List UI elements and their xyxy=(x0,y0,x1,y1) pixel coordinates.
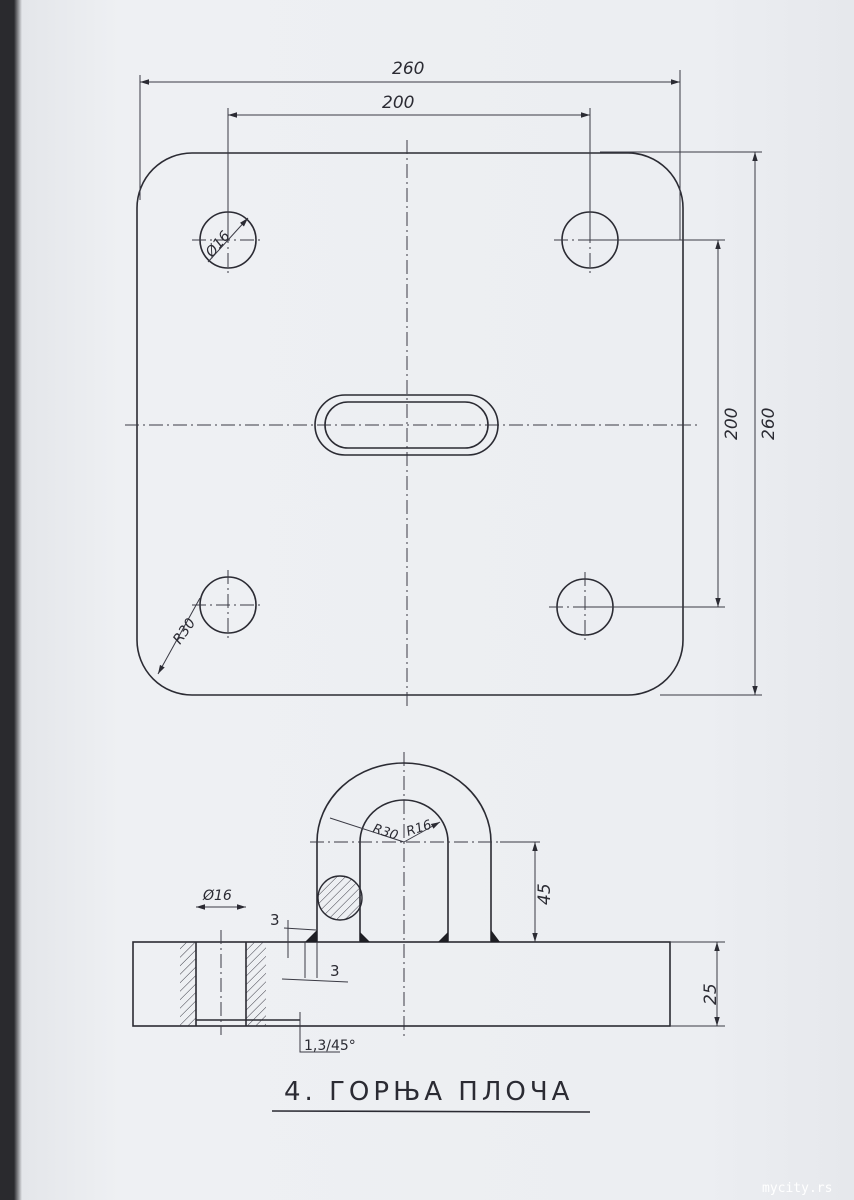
chamfer-label: 1,3/45° xyxy=(304,1038,356,1054)
dim-label-200-top: 200 xyxy=(382,93,414,113)
weld-size-horizontal-label: 3 xyxy=(330,962,340,980)
leg-height-label: 45 xyxy=(535,883,555,905)
u-bracket-outer xyxy=(316,762,492,942)
side-view: Ø16 45 25 R30 R16 3 3 1,3/45° xyxy=(132,752,725,1054)
watermark: mycity.rs xyxy=(762,1181,832,1196)
hole-diameter-label: Ø16 xyxy=(202,228,233,261)
side-hole-diameter-label: Ø16 xyxy=(202,888,232,904)
drawing-title: 4. ГОРЊА ПЛОЧА xyxy=(284,1077,573,1107)
corner-radius-label: R30 xyxy=(170,615,199,647)
dim-label-260-right: 260 xyxy=(759,408,779,440)
section-circle xyxy=(317,875,363,921)
plate-thickness-label: 25 xyxy=(701,983,721,1005)
weld-marks xyxy=(305,930,500,942)
u-bracket-inner xyxy=(359,799,449,942)
top-view: 260 200 200 260 Ø16 R30 xyxy=(125,59,779,710)
title-underline xyxy=(271,1110,591,1113)
dim-label-260-top: 260 xyxy=(392,59,424,79)
dim-label-200-right: 200 xyxy=(722,408,742,440)
mounting-holes xyxy=(192,205,626,642)
inner-radius-label: R16 xyxy=(405,818,434,840)
plate-side xyxy=(132,941,671,1027)
weld-size-vertical-label: 3 xyxy=(270,911,280,929)
outer-radius-label: R30 xyxy=(371,822,400,844)
plate-outline xyxy=(136,152,684,696)
center-slot xyxy=(314,394,499,456)
